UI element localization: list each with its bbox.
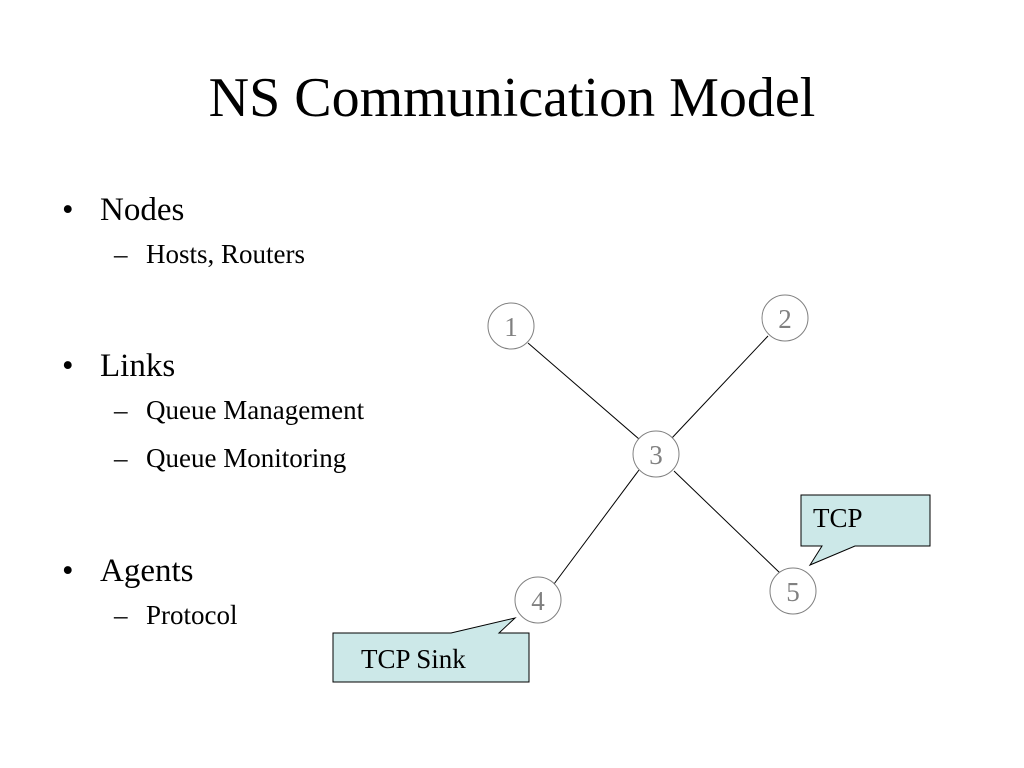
sub-bullet-text: Hosts, Routers xyxy=(146,239,306,269)
node-2: 2 xyxy=(761,294,809,342)
node-circle xyxy=(632,430,680,478)
callout-tcp-sink: TCP Sink xyxy=(332,617,530,683)
bullet-item: • Links xyxy=(62,346,364,386)
node-circle xyxy=(769,567,817,615)
sub-bullet-mark: – xyxy=(114,239,128,269)
edge-3-5 xyxy=(673,470,782,575)
sub-bullet-mark: – xyxy=(114,600,128,630)
sub-bullet-mark: – xyxy=(114,443,128,473)
bullet-text: Agents xyxy=(100,553,194,589)
bullet-group-nodes: • Nodes – Hosts, Routers xyxy=(62,190,305,271)
bullet-group-links: • Links – Queue Management – Queue Monit… xyxy=(62,346,364,475)
sub-bullet-item: – Queue Management xyxy=(114,394,364,427)
sub-bullet-item: – Protocol xyxy=(114,599,238,632)
bullet-text: Links xyxy=(100,348,176,384)
edge-2-3 xyxy=(670,335,769,440)
callout-label: TCP Sink xyxy=(361,644,466,674)
node-1: 1 xyxy=(487,302,535,350)
bullet-item: • Nodes xyxy=(62,190,305,230)
node-circle xyxy=(761,294,809,342)
callout-label: TCP xyxy=(813,503,863,533)
sub-bullet-mark: – xyxy=(114,395,128,425)
node-3: 3 xyxy=(632,430,680,478)
bullet-text: Nodes xyxy=(100,192,185,228)
node-circle xyxy=(514,576,562,624)
bullet-group-agents: • Agents – Protocol xyxy=(62,551,238,632)
node-circle xyxy=(487,302,535,350)
bullet-item: • Agents xyxy=(62,551,238,591)
node-4: 4 xyxy=(514,576,562,624)
node-label: 5 xyxy=(786,577,800,607)
node-label: 1 xyxy=(504,312,518,342)
slide-title: NS Communication Model xyxy=(208,67,816,129)
sub-bullet-item: – Queue Monitoring xyxy=(114,442,364,475)
edges xyxy=(527,335,782,585)
node-label: 3 xyxy=(649,440,663,470)
node-5: 5 xyxy=(769,567,817,615)
node-label: 4 xyxy=(531,586,545,616)
sub-bullet-text: Protocol xyxy=(146,600,238,630)
edge-3-4 xyxy=(553,469,640,585)
edge-1-3 xyxy=(527,342,640,440)
sub-bullet-item: – Hosts, Routers xyxy=(114,238,305,271)
sub-bullet-text: Queue Management xyxy=(146,395,365,425)
callout-bubble xyxy=(800,494,931,567)
bullet-mark: • xyxy=(62,553,74,589)
bullet-mark: • xyxy=(62,192,74,228)
bullet-mark: • xyxy=(62,348,74,384)
sub-bullet-text: Queue Monitoring xyxy=(146,443,347,473)
node-label: 2 xyxy=(778,304,792,334)
callout-tcp: TCP xyxy=(800,494,931,567)
callout-bubble xyxy=(332,617,530,683)
